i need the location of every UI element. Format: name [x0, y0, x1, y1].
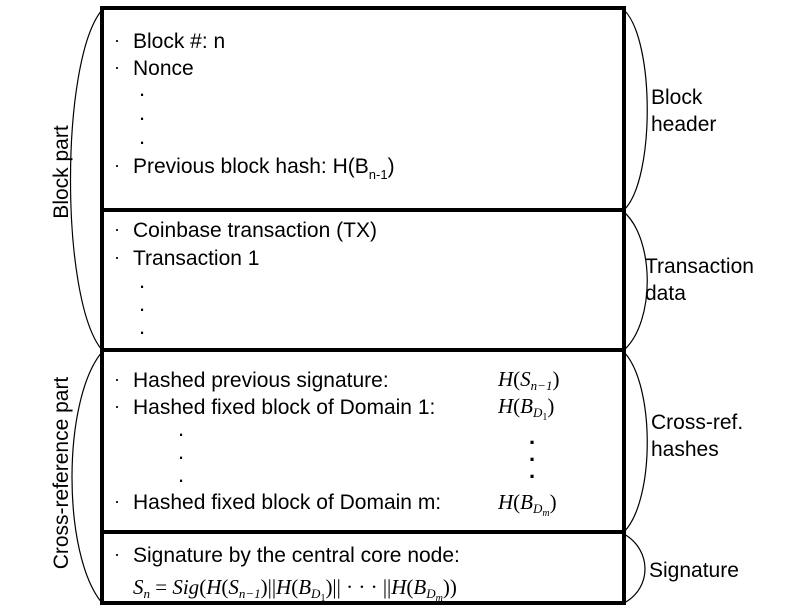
block-part-brace [69, 9, 103, 351]
crossref-hashes-label-line1: Cross-ref. [651, 411, 744, 434]
vertical-ellipsis-dot: . [178, 416, 185, 441]
block-part-label: Block part [50, 125, 73, 219]
bullet-icon: · [114, 30, 120, 50]
bullet-icon: · [114, 219, 120, 239]
bullet-icon: · [114, 396, 120, 416]
signature-label: Signature [649, 559, 739, 582]
hash-domain-m-formula: H(BDm) [498, 490, 557, 519]
signature-box [100, 530, 626, 605]
vertical-ellipsis-dot: . [178, 462, 185, 487]
crossref-hashes-label-line2: hashes [651, 438, 719, 461]
vertical-ellipsis-dot: . [139, 314, 146, 339]
hashed-fixed-block-domain-1-item: Hashed fixed block of Domain 1: [133, 396, 436, 419]
bullet-icon: · [114, 544, 120, 564]
signature-brace [623, 533, 646, 604]
transaction-data-brace [623, 211, 648, 351]
bullet-icon: · [114, 247, 120, 267]
vertical-ellipsis-dot: . [178, 439, 185, 464]
bullet-icon: · [114, 57, 120, 77]
nonce-item: Nonce [133, 57, 194, 80]
bullet-icon: · [114, 155, 120, 175]
previous-block-hash-close: ) [387, 155, 395, 178]
coinbase-transaction-item: Coinbase transaction (TX) [133, 219, 377, 242]
block-header-brace [623, 9, 648, 211]
vertical-ellipsis-dot: . [529, 424, 536, 449]
hash-previous-signature-formula: H(Sn−1) [498, 367, 560, 393]
previous-block-hash-label: Previous block hash: H(B [133, 155, 369, 178]
previous-block-hash-subscript: n-1 [368, 167, 388, 182]
bullet-icon: · [114, 491, 120, 511]
signature-item: Signature by the central core node: [133, 544, 460, 567]
vertical-ellipsis-dot: . [139, 268, 146, 293]
vertical-ellipsis-dot: . [139, 100, 146, 125]
crossref-brace [623, 351, 648, 533]
block-number-item: Block #: n [133, 30, 226, 53]
crossref-part-label: Cross-reference part [50, 376, 73, 570]
crossref-part-brace [71, 351, 103, 604]
vertical-ellipsis-dot: . [139, 124, 146, 149]
block-header-label-line1: Block [651, 86, 703, 109]
vertical-ellipsis-dot: . [529, 441, 536, 466]
previous-block-hash-item: Previous block hash: H(Bn-1) [133, 155, 395, 187]
block-header-label-line2: header [651, 113, 717, 136]
signature-formula: Sn = Sig(H(Sn−1)||H(BD1)|| · · · ||H(BDm… [133, 575, 457, 604]
hashed-previous-signature-item: Hashed previous signature: [133, 369, 389, 392]
transaction-data-label-line1: Transaction [645, 255, 754, 278]
vertical-ellipsis-dot: . [139, 76, 146, 101]
hash-domain-1-formula: H(BD1) [498, 394, 555, 423]
bullet-icon: · [114, 369, 120, 389]
vertical-ellipsis-dot: . [139, 291, 146, 316]
transaction-1-item: Transaction 1 [133, 247, 260, 270]
transaction-data-label-line2: data [645, 282, 686, 305]
hashed-fixed-block-domain-m-item: Hashed fixed block of Domain m: [133, 491, 442, 514]
vertical-ellipsis-dot: . [529, 458, 536, 483]
